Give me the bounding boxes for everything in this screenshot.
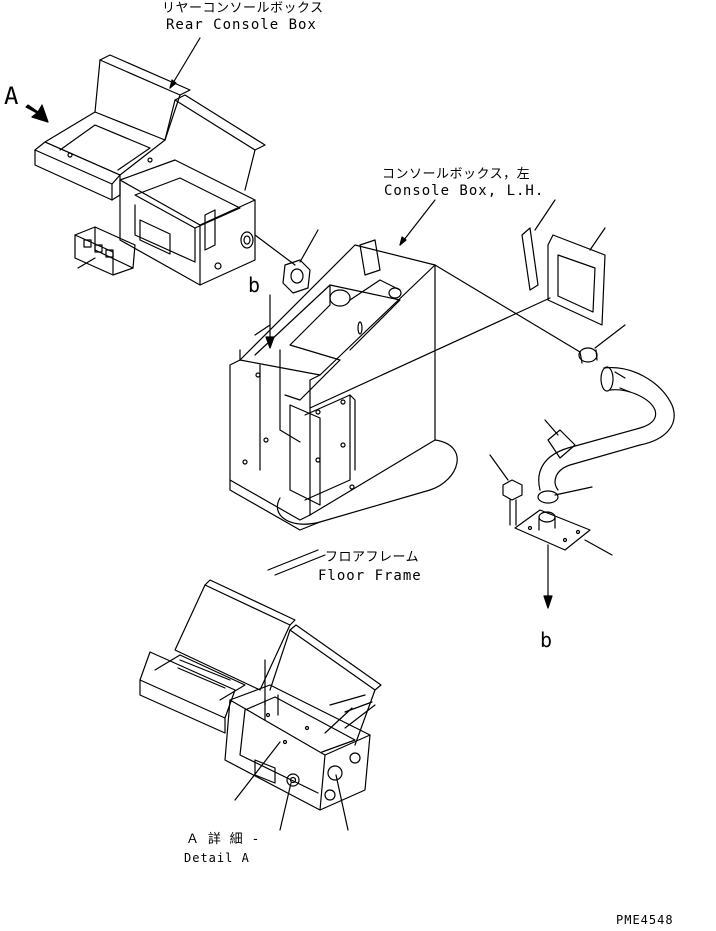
duct-plate [547,227,606,326]
console-box-lh-label-jp: コンソールボックス，左 [382,167,531,182]
floor-frame-leader [267,549,326,576]
console-box-lh-label-en: Console Box, L.H. [384,183,545,199]
duct-seal [521,199,556,291]
duct-hose [538,366,675,491]
floor-frame-label-en: Floor Frame [318,568,422,584]
console-box-lh [229,239,458,531]
switch-panel [74,226,136,276]
reference-arrow-b-upper [265,294,275,349]
hose-clamp-lower [537,486,593,504]
grommet [254,229,319,294]
detail-a-label-en: Detail A [184,851,250,865]
reference-arrow-b-lower [543,544,553,609]
rear-console-box-label-jp: リヤーコンソールボックス [162,1,324,16]
detail-a-assembly [139,579,382,831]
view-arrow-a [25,104,49,123]
reference-b-upper-label: b [248,273,261,297]
view-a-label: A [4,82,19,110]
rear-console-box [34,54,266,286]
bolt [489,454,523,526]
drawing-code: PME4548 [616,913,674,927]
detail-a-label-jp: Ａ 詳 細 - [186,832,260,847]
floor-frame-label-jp: フロアフレーム [325,550,420,565]
hose-clamp-upper [578,324,626,364]
duct-adapter-plate [514,509,613,556]
rear-console-box-label-en: Rear Console Box [166,17,317,33]
reference-b-lower-label: b [540,628,553,652]
